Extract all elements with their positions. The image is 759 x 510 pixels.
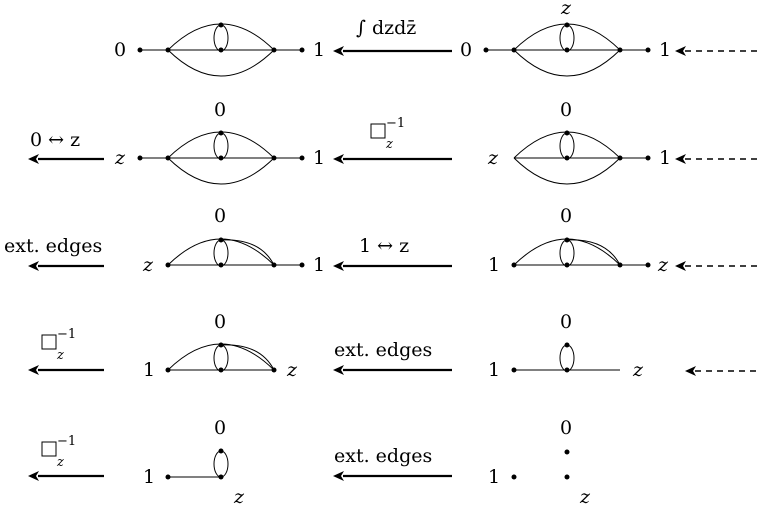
row-5: z −1 1 0 z ext. edges 1 0 z xyxy=(28,417,591,508)
r2-right-one: 1 xyxy=(659,147,671,169)
r3-right-one: 1 xyxy=(488,254,500,276)
row-1: 0 1 ∫ dzdz̄ 0 z 1 xyxy=(114,0,759,77)
r2-left-one: 1 xyxy=(313,147,325,169)
op-box-sub-r2: z xyxy=(385,137,393,152)
arrow-swap-0z: 0 ↔ z xyxy=(28,129,104,164)
op-box-sub-r5a: z xyxy=(56,455,64,470)
r1-right-z: z xyxy=(560,0,572,19)
op-box-sup-r5a: −1 xyxy=(57,434,76,449)
r1-right-one: 1 xyxy=(659,39,671,61)
r4-right-z: z xyxy=(632,359,644,381)
op-ext-edges-r5: ext. edges xyxy=(334,445,432,467)
r5-right-z: z xyxy=(579,486,591,508)
arrow-integral: ∫ dzdz̄ xyxy=(333,17,452,56)
graph-r1-right: 0 z 1 xyxy=(460,0,671,77)
op-swap-1z: 1 ↔ z xyxy=(359,235,409,257)
r2-left-z: z xyxy=(114,147,126,169)
r3-left-zero: 0 xyxy=(214,205,226,227)
r4-left-one: 1 xyxy=(143,359,155,381)
arrow-swap-1z: 1 ↔ z xyxy=(333,235,452,271)
r3-right-z: z xyxy=(657,254,669,276)
arrow-box-inverse-r4-left: z −1 xyxy=(28,327,104,375)
graph-r1-left: 0 1 xyxy=(114,22,325,77)
r3-left-z: z xyxy=(142,254,154,276)
op-integral: ∫ dzdz̄ xyxy=(356,17,416,39)
arrow-ext-edges-r3: ext. edges xyxy=(4,235,104,271)
r4-right-zero: 0 xyxy=(560,311,572,333)
r5-left-one: 1 xyxy=(143,466,155,488)
r1-left-zero: 0 xyxy=(114,39,126,61)
r2-right-z: z xyxy=(487,147,499,169)
graph-r5-right: 1 0 z xyxy=(488,417,591,508)
r5-left-zero: 0 xyxy=(214,417,226,439)
op-ext-edges-r3: ext. edges xyxy=(4,235,102,257)
arrow-box-inverse-r2: z −1 xyxy=(333,116,452,164)
arrow-box-inverse-r5-left: z −1 xyxy=(28,434,104,481)
r2-right-zero: 0 xyxy=(560,99,572,121)
arrow-ext-edges-r4: ext. edges xyxy=(333,339,452,375)
r3-left-one: 1 xyxy=(313,254,325,276)
row-2: 0 ↔ z z 0 1 z −1 xyxy=(28,99,759,185)
r5-right-zero: 0 xyxy=(560,417,572,439)
graph-r4-right: 1 0 z xyxy=(488,311,644,381)
graph-r3-right: 1 0 z xyxy=(488,205,669,276)
r2-left-zero: 0 xyxy=(214,99,226,121)
op-box-sup-r2: −1 xyxy=(386,116,405,131)
graph-r2-left: z 0 1 xyxy=(114,99,325,185)
dashed-arrow-r2 xyxy=(675,154,759,164)
r5-left-z: z xyxy=(233,486,245,508)
op-ext-edges-r4: ext. edges xyxy=(334,339,432,361)
r4-left-zero: 0 xyxy=(214,311,226,333)
op-box-sup-r4a: −1 xyxy=(57,327,76,342)
r1-right-zero: 0 xyxy=(460,39,472,61)
op-box-sub-r4a: z xyxy=(56,348,64,363)
arrow-ext-edges-r5: ext. edges xyxy=(333,445,452,481)
graph-r2-right: z 0 1 xyxy=(487,99,671,185)
r1-left-one: 1 xyxy=(313,39,325,61)
dashed-arrow-r4 xyxy=(685,366,759,376)
dashed-arrow-r1 xyxy=(675,46,759,56)
row-3: ext. edges z 0 1 1 ↔ z xyxy=(4,205,759,276)
graph-r5-left: 1 0 z xyxy=(143,417,245,508)
row-4: z −1 1 0 z ext. edges 1 xyxy=(28,311,759,381)
r3-right-zero: 0 xyxy=(560,205,572,227)
r5-right-one: 1 xyxy=(488,466,500,488)
dashed-arrow-r3 xyxy=(675,261,759,271)
r4-right-one: 1 xyxy=(488,359,500,381)
r4-left-z: z xyxy=(286,359,298,381)
graph-r4-left: 1 0 z xyxy=(143,311,298,381)
op-swap-0z: 0 ↔ z xyxy=(30,129,80,151)
graph-r3-left: z 0 1 xyxy=(142,205,325,276)
